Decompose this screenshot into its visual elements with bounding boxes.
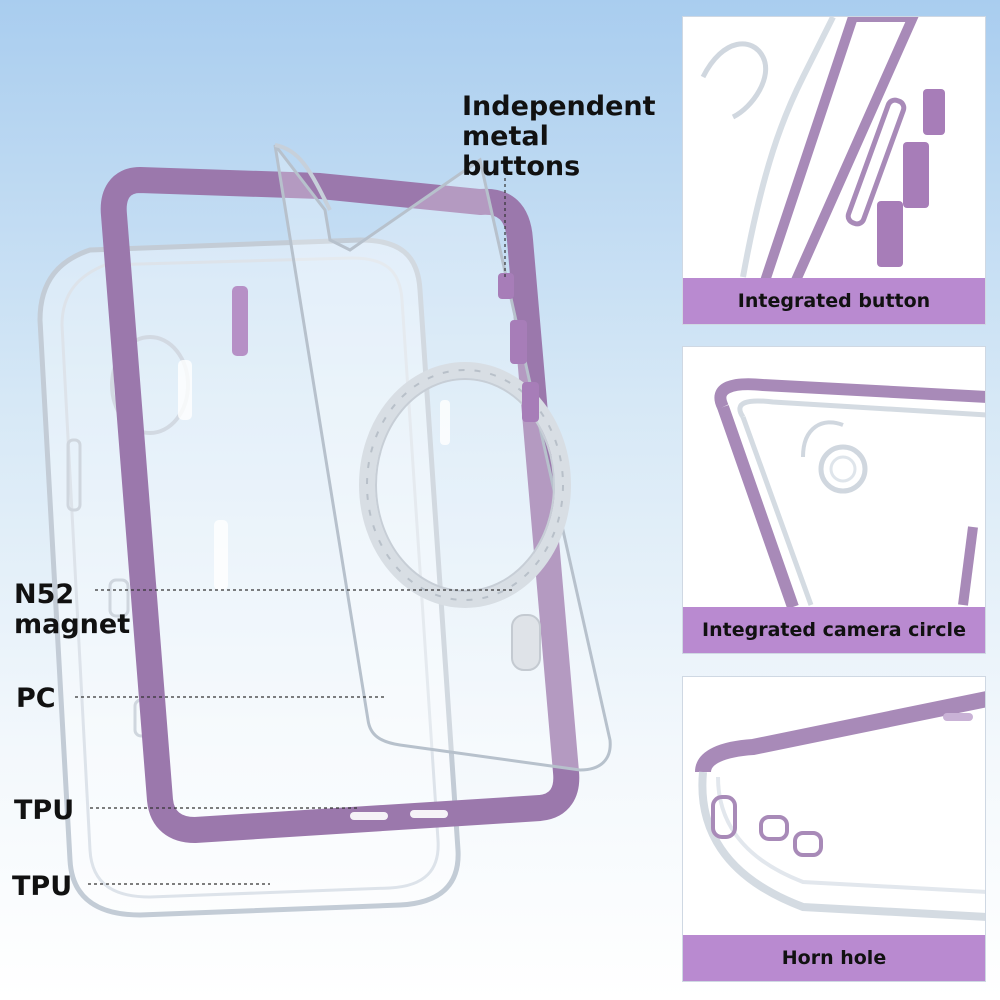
magnet-label-line2: magnet <box>14 609 131 640</box>
metal-buttons-label-line1: Independent <box>462 91 656 122</box>
panel-integrated-button: Integrated button <box>682 16 986 325</box>
integrated-button-caption: Integrated button <box>683 278 985 324</box>
pc-label: PC <box>16 683 56 714</box>
independent-metal-buttons <box>498 273 539 422</box>
metal-buttons-label: Independent metal buttons <box>462 92 656 182</box>
tpu-label-2: TPU <box>12 871 73 902</box>
panel-horn-hole: Horn hole <box>682 676 986 982</box>
n52-magnet-ring <box>359 362 571 608</box>
metal-buttons-label-line3: buttons <box>462 151 581 182</box>
camera-circle-caption: Integrated camera circle <box>683 607 985 653</box>
horn-hole-closeup <box>695 691 985 921</box>
magnet-label: N52 magnet <box>14 580 130 640</box>
leader-lines <box>75 178 515 885</box>
frame-button-1 <box>232 286 248 356</box>
magnet-label-line1: N52 <box>14 579 75 610</box>
tpu-purple-frame <box>100 167 580 843</box>
horn-hole-caption: Horn hole <box>683 935 985 981</box>
metal-buttons-label-line2: metal <box>462 121 549 152</box>
magnet-alignment-tab <box>511 614 541 671</box>
camera-circle-closeup <box>714 378 985 609</box>
panel-integrated-camera-circle: Integrated camera circle <box>682 346 986 654</box>
pc-back-plate <box>273 143 612 772</box>
tpu-label-1: TPU <box>14 795 75 826</box>
exploded-case-illustration <box>37 143 612 918</box>
